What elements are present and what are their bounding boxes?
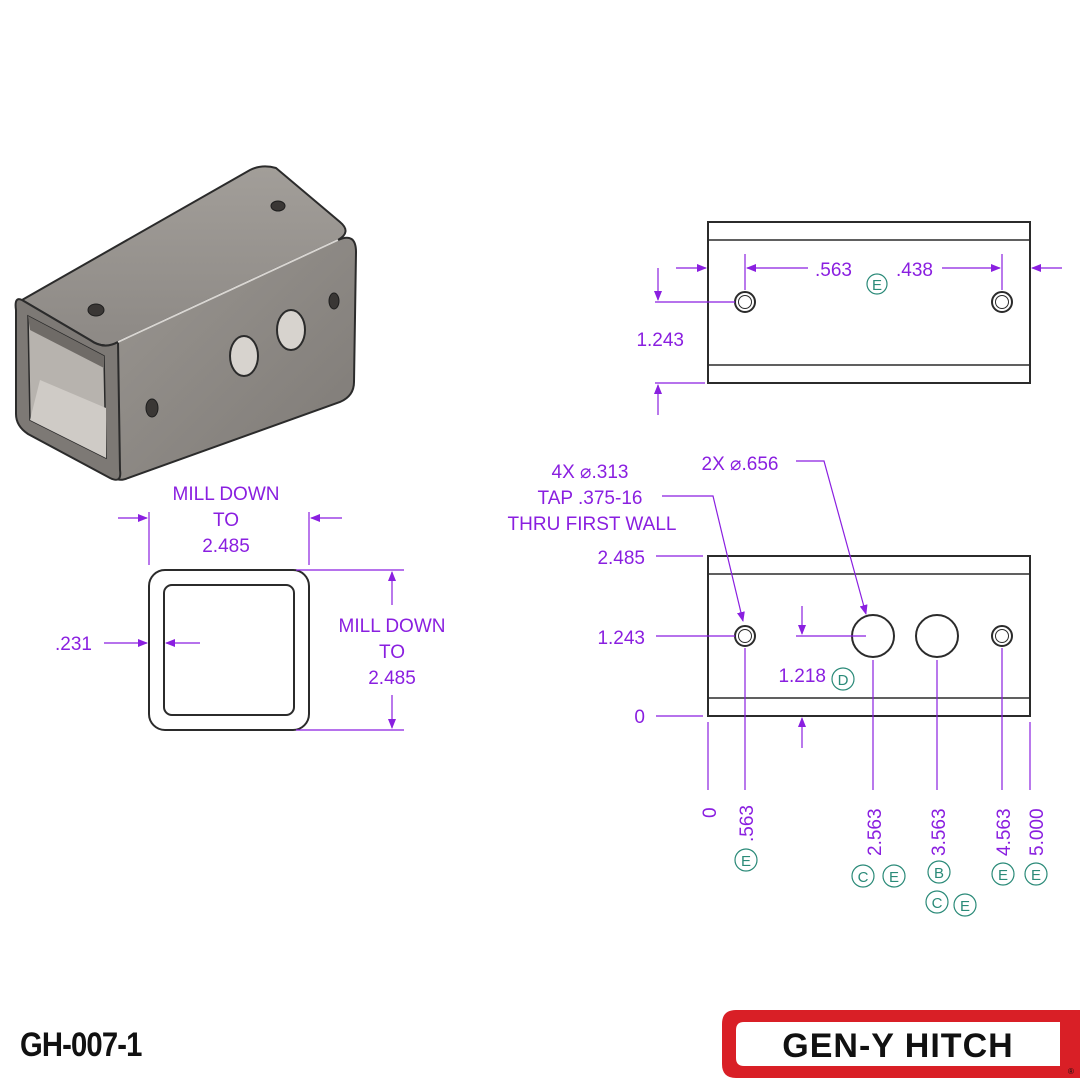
svg-text:C: C [932,895,943,912]
part-number: GH-007-1 [20,1026,142,1064]
section-inner [163,584,295,716]
section-width-note-3: 2.485 [202,536,250,557]
x-dim-563: .563 [737,805,758,842]
pin-hole-icon [229,335,259,377]
section-view: MILL DOWN TO 2.485 MILL DOWN TO 2.485 .2… [55,484,446,731]
y-offset-datum: D [838,672,849,689]
tapped-hole-icon [328,292,340,310]
x-dim-4563: 4.563 [994,808,1015,856]
x-dim-0: 0 [700,807,721,818]
x-dim-5000: 5.000 [1027,808,1048,856]
svg-text:C: C [858,869,869,886]
tapped-hole-icon [87,303,105,317]
hole-note: 2X ⌀.656 [702,454,779,475]
svg-text:E: E [1031,867,1041,884]
section-height-note-1: MILL DOWN [339,616,446,637]
registered-mark: ® [1068,1067,1074,1076]
x-dim-3563: 3.563 [929,808,950,856]
section-width-note-2: TO [213,510,239,531]
y-dim-0: 0 [634,707,645,728]
section-width-note-1: MILL DOWN [173,484,280,505]
datum-bubble: B C E [925,860,977,917]
svg-text:E: E [889,869,899,886]
section-height-note-2: TO [379,642,405,663]
top-height: 1.243 [636,330,684,351]
top-datum-letter: E [872,277,882,294]
y-dim-1243: 1.243 [597,628,645,649]
pin-hole-icon [915,614,959,658]
isometric-view [14,165,358,481]
top-right-offset: .438 [896,260,933,281]
tap-note-1: 4X ⌀.313 [552,462,629,483]
y-offset: 1.218 [778,666,826,687]
section-height-note-3: 2.485 [368,668,416,689]
datum-bubble: E [991,862,1015,886]
tapped-hole-icon [991,625,1013,647]
svg-text:E: E [741,853,751,870]
top-view-outline [707,221,1031,384]
svg-text:E: E [960,898,970,915]
svg-text:E: E [998,867,1008,884]
side-view: 4X ⌀.313 TAP .375-16 THRU FIRST WALL 2X … [508,454,1048,917]
tap-note-3: THRU FIRST WALL [508,514,677,535]
top-view: .563 E .438 1.243 [636,221,1062,415]
tapped-hole-icon [145,398,159,418]
gen-y-hitch-logo: GEN-Y HITCH ® [722,1010,1080,1078]
tapped-hole-icon [991,291,1013,313]
x-dim-2563: 2.563 [865,808,886,856]
datum-bubble: C E [851,864,906,888]
y-dim-2485: 2.485 [597,548,645,569]
pin-hole-icon [276,309,306,351]
svg-text:B: B [934,865,944,882]
section-wall-thickness: .231 [55,634,92,655]
top-left-offset: .563 [815,260,852,281]
brand-name: GEN-Y HITCH [782,1027,1013,1065]
tap-note-2: TAP .375-16 [538,488,643,509]
datum-bubble: E [734,848,758,872]
tapped-hole-icon [270,200,286,212]
datum-bubble: E [1024,862,1048,886]
